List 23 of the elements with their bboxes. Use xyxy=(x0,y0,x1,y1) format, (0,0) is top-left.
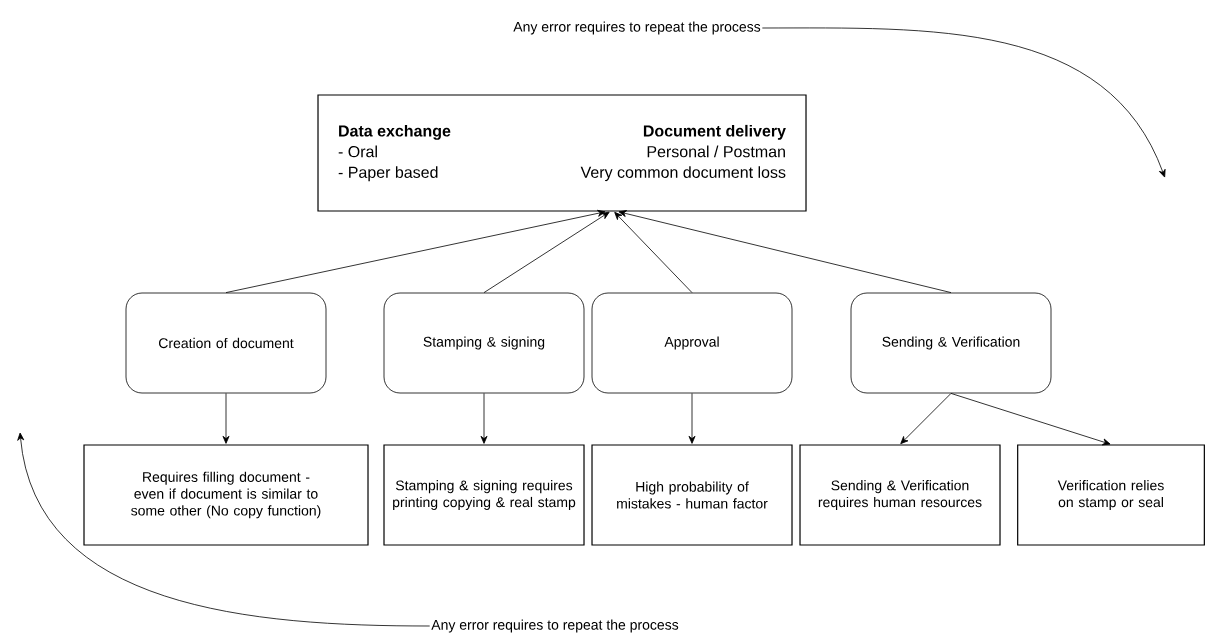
process-box: Approval xyxy=(591,292,793,394)
note-text: Any error requires to repeat the process xyxy=(513,21,761,35)
arrow xyxy=(480,393,488,444)
arrow xyxy=(900,393,952,445)
note-text: Any error requires to repeat the process xyxy=(431,619,679,633)
summary-box: Data exchange Document delivery - Oral Personal / Postman - Paper based Very common document loss xyxy=(317,94,807,212)
process-box: Sending & Verification xyxy=(850,292,1052,394)
note-box: Requires filling document - even if document is similar to some other (No copy function) xyxy=(83,444,369,546)
arrow xyxy=(222,393,230,444)
process-box: Stamping & signing xyxy=(383,292,585,394)
note-box: Verification relies on stamp or seal xyxy=(1017,444,1205,546)
arrow xyxy=(614,211,693,293)
arrow xyxy=(761,27,1166,178)
arrow xyxy=(225,209,606,293)
arrow xyxy=(688,393,696,444)
arrow xyxy=(483,211,610,293)
note-box: High probability of mistakes - human factor xyxy=(591,444,793,546)
note-box: Sending & Verification requires human resources xyxy=(799,444,1001,546)
arrow xyxy=(950,393,1111,446)
arrow xyxy=(618,210,952,293)
process-box: Creation of document xyxy=(125,292,327,394)
note-box: Stamping & signing requires printing copying & real stamp xyxy=(383,444,585,546)
arrow xyxy=(17,432,431,627)
